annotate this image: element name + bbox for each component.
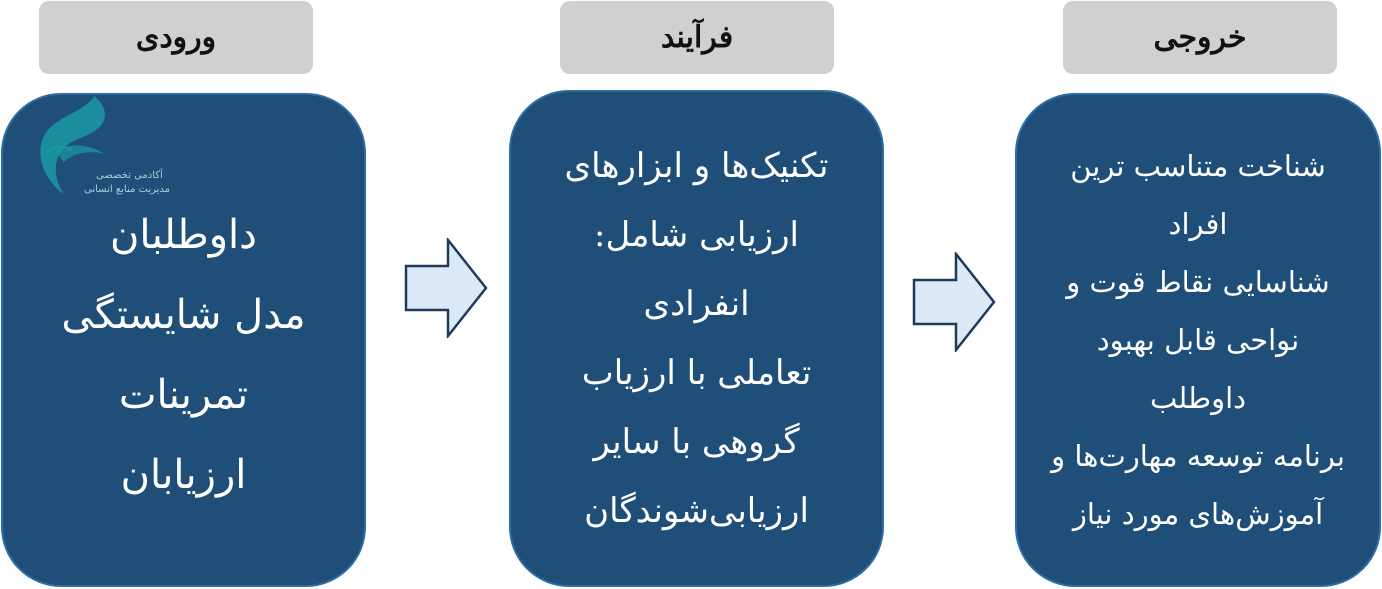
process-line: ارزیابی‌شوندگان: [584, 490, 809, 531]
output-line: داوطلب: [1149, 381, 1247, 415]
logo-text-line1: آکادمی تخصصی: [96, 170, 163, 181]
input-line: تمرینات: [118, 372, 249, 418]
output-line: افراد: [1168, 207, 1228, 241]
process-line: تعاملی با ارزیاب: [581, 352, 812, 393]
output-line: برنامه توسعه مهارت‌ها و: [1051, 439, 1345, 473]
process-box: تکنیک‌ها و ابزارهای ارزیابی شامل: انفراد…: [509, 90, 884, 587]
process-line: گروهی با سایر: [593, 421, 800, 462]
output-box: شناخت متناسب ترین افراد شناسایی نقاط قوت…: [1015, 93, 1381, 587]
header-input-label: ورودی: [135, 20, 217, 55]
process-line: انفرادی: [643, 283, 750, 324]
input-box: داوطلبان مدل شایستگی تمرینات ارزیابان: [1, 93, 366, 587]
header-process-label: فرآیند: [660, 20, 734, 55]
process-line: تکنیک‌ها و ابزارهای: [564, 145, 829, 186]
header-output: خروجی: [1063, 1, 1337, 74]
input-line: مدل شایستگی: [61, 292, 306, 338]
header-input: ورودی: [39, 1, 313, 74]
output-line: آموزش‌های مورد نیاز: [1072, 497, 1324, 531]
header-output-label: خروجی: [1153, 20, 1247, 55]
output-line: شناسایی نقاط قوت و: [1066, 265, 1330, 299]
output-line: شناخت متناسب ترین: [1070, 149, 1326, 183]
process-line: ارزیابی شامل:: [594, 214, 799, 255]
output-line: نواحی قابل بهبود: [1096, 323, 1300, 357]
logo-text-line2: مدیریت منابع انسانی: [84, 184, 171, 195]
input-line: داوطلبان: [110, 212, 257, 258]
arrow-right-icon: [912, 252, 996, 352]
logo-icon: آکادمی تخصصی مدیریت منابع انسانی: [34, 94, 204, 204]
input-line: ارزیابان: [120, 452, 247, 498]
arrow-right-icon: [404, 238, 488, 338]
header-process: فرآیند: [560, 1, 834, 74]
